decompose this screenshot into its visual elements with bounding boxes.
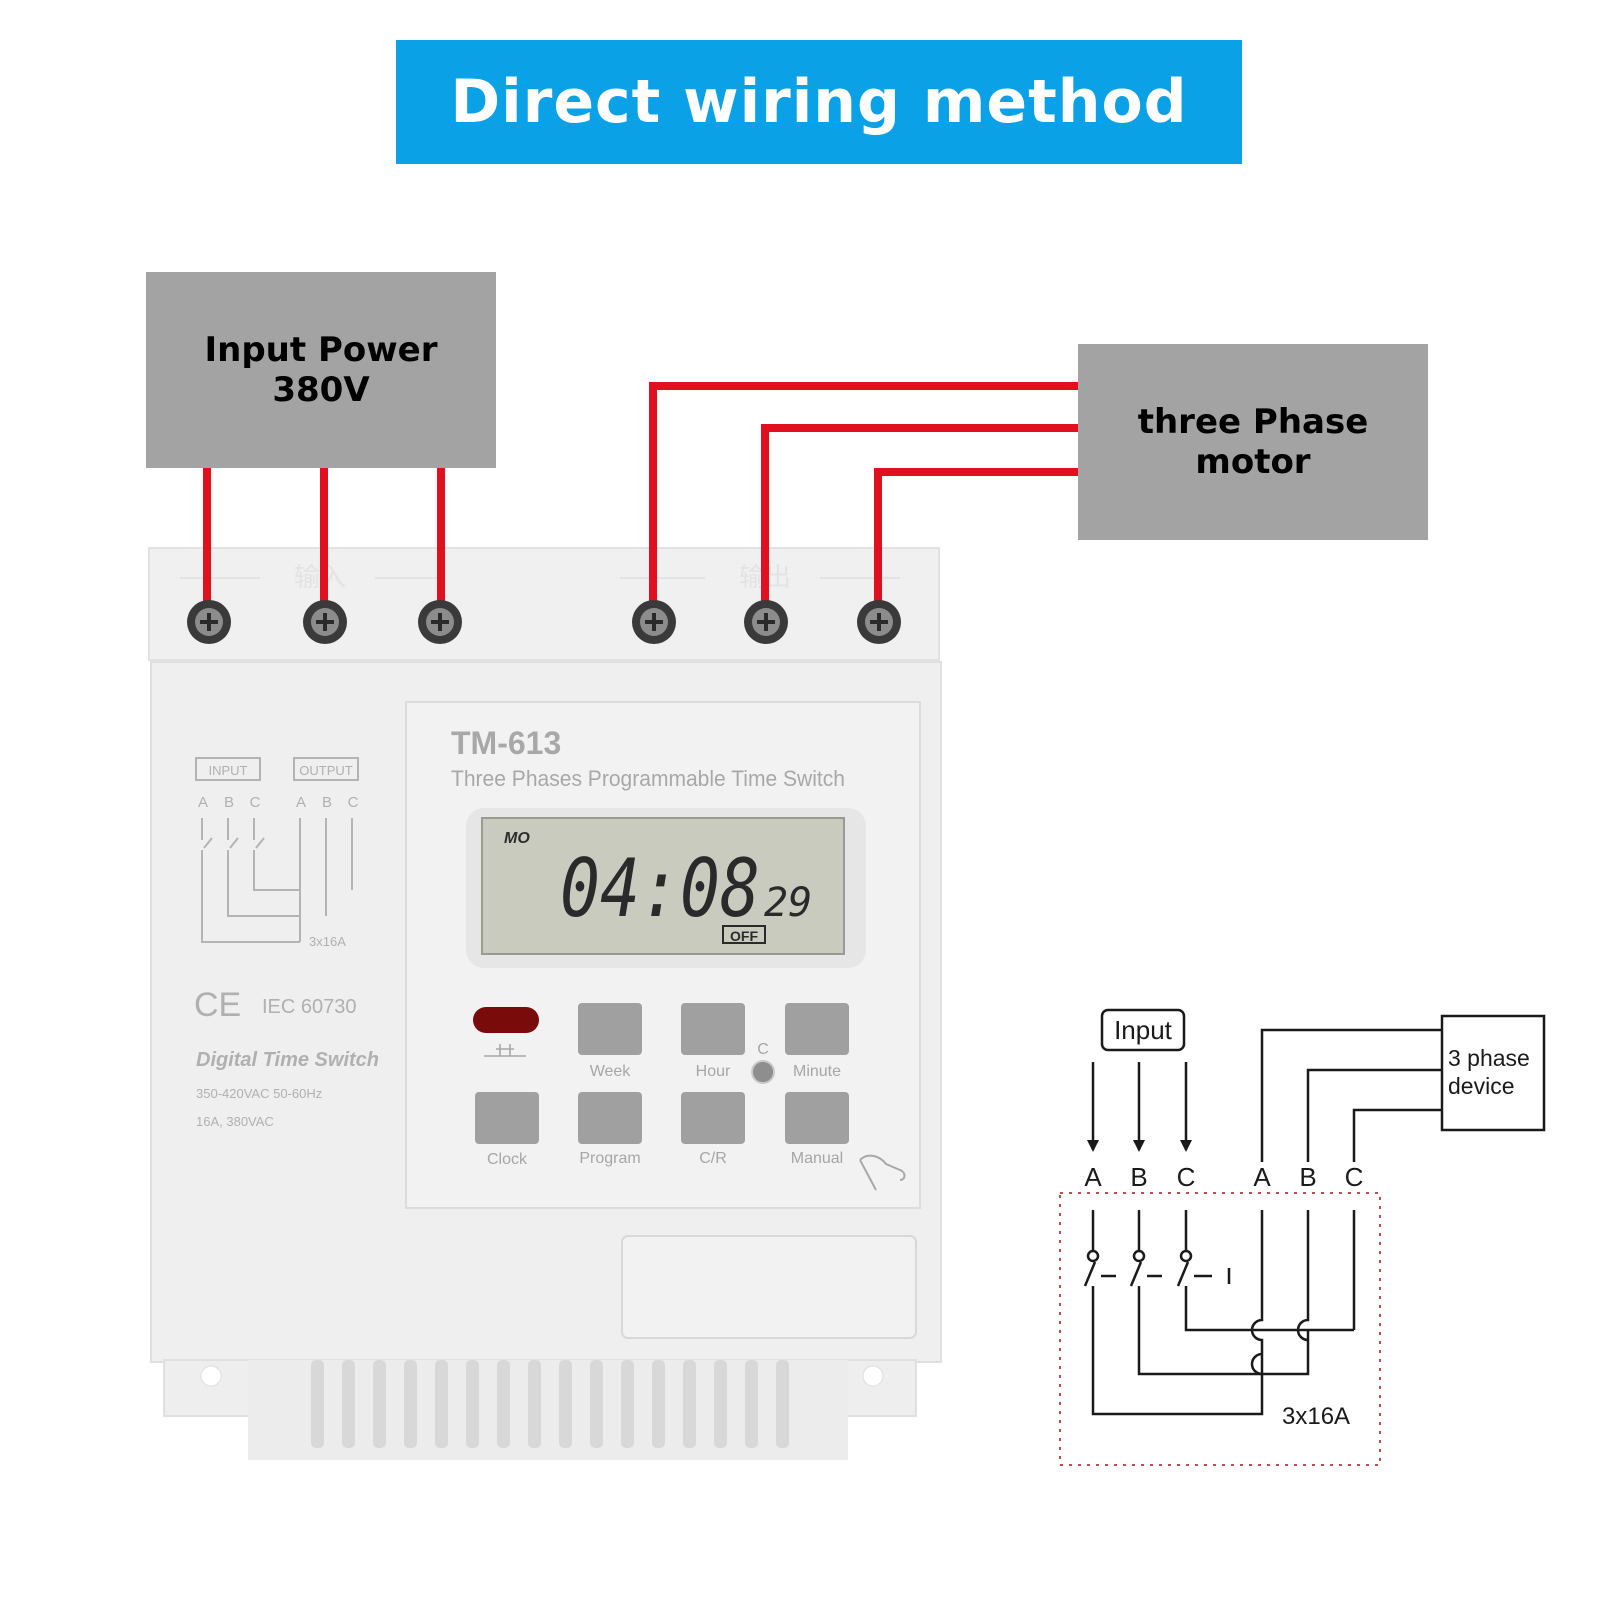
model-label: TM-613 <box>451 725 561 761</box>
schematic-input-label: Input <box>1114 1015 1173 1045</box>
schematic-device-label-2: device <box>1448 1073 1514 1099</box>
standard-label: IEC 60730 <box>262 996 357 1018</box>
vent-slots <box>311 1360 789 1448</box>
title-banner: Direct wiring method <box>396 40 1242 164</box>
screw-input-c <box>418 600 462 644</box>
terminal-strip <box>148 547 940 661</box>
clock-button-label: Clock <box>487 1151 528 1168</box>
week-button[interactable] <box>578 1003 642 1055</box>
device-printed-schematic <box>195 757 359 943</box>
lcd-state-box <box>722 925 766 944</box>
device-phase-out-c: C <box>348 794 359 811</box>
spec-voltage: 350-420VAC 50-60Hz <box>196 1086 322 1101</box>
device-phase-in-c: C <box>250 794 261 811</box>
schematic-rating: 3x16A <box>1282 1403 1350 1430</box>
program-button[interactable] <box>578 1092 642 1144</box>
motor-box: three Phase motor <box>1078 344 1428 540</box>
wire-output-c <box>874 468 1078 622</box>
wire-output-b <box>761 424 1078 622</box>
hour-button-label: Hour <box>696 1063 731 1080</box>
wire-output-a <box>649 382 1078 622</box>
minute-button-label: Minute <box>793 1063 841 1080</box>
schematic-in-a: A <box>1084 1162 1102 1192</box>
reset-label: C <box>757 1041 769 1058</box>
schematic-out-b: B <box>1299 1162 1316 1192</box>
motor-label: three Phase motor <box>1137 402 1369 482</box>
model-subtitle: Three Phases Programmable Time Switch <box>451 766 845 791</box>
schematic-in-b: B <box>1130 1162 1147 1192</box>
screw-output-b <box>744 600 788 644</box>
input-power-label: Input Power 380V <box>204 330 438 410</box>
minute-button[interactable] <box>785 1003 849 1055</box>
wires <box>203 382 1078 622</box>
cr-button-label: C/R <box>699 1150 727 1167</box>
manual-button[interactable] <box>785 1092 849 1144</box>
clock-button[interactable] <box>475 1092 539 1144</box>
cover-lid <box>621 1235 917 1339</box>
week-button-label: Week <box>590 1063 632 1080</box>
contact-symbol-icon <box>484 1044 526 1057</box>
schematic-device-label-1: 3 phase <box>1448 1045 1530 1071</box>
wiring-schematic <box>1059 1008 1546 1466</box>
lcd-seconds: 29 <box>764 880 812 926</box>
reset-button[interactable] <box>751 1060 775 1084</box>
ce-mark: CE <box>194 986 241 1024</box>
status-led <box>473 1007 539 1033</box>
product-name: Digital Time Switch <box>196 1049 379 1071</box>
input-power-box: Input Power 380V <box>146 272 496 468</box>
input-arrows <box>1091 1062 1188 1150</box>
device-output-tag: OUTPUT <box>299 763 353 778</box>
program-button-label: Program <box>579 1150 640 1167</box>
hand-pointer-icon <box>859 1154 906 1191</box>
terminal-screws <box>187 600 901 644</box>
output-lines <box>1260 1028 1442 1162</box>
schematic-input-box <box>1100 1008 1186 1052</box>
device-phase-out-a: A <box>296 794 306 811</box>
banner-title: Direct wiring method <box>450 67 1188 137</box>
lcd-day: MO <box>504 830 530 847</box>
time-switch-device: 输入 输出 <box>148 547 942 1460</box>
device-phase-in-a: A <box>198 794 208 811</box>
screw-input-a <box>187 600 231 644</box>
lcd-screen <box>481 817 845 955</box>
schematic-device-box <box>1440 1014 1546 1132</box>
manual-button-label: Manual <box>791 1150 843 1167</box>
spec-current: 16A, 380VAC <box>196 1114 274 1129</box>
schematic-out-c: C <box>1345 1162 1364 1192</box>
screw-output-c <box>857 600 901 644</box>
device-phase-out-b: B <box>322 794 332 811</box>
device-phase-in-b: B <box>224 794 234 811</box>
device-input-tag: INPUT <box>209 763 248 778</box>
lcd-time: 04:08 <box>560 842 760 935</box>
lcd-state: OFF <box>730 928 758 944</box>
screw-output-a <box>632 600 676 644</box>
hour-button[interactable] <box>681 1003 745 1055</box>
screw-input-b <box>303 600 347 644</box>
schematic-in-c: C <box>1177 1162 1196 1192</box>
device-rating-small: 3x16A <box>309 934 346 949</box>
schematic-out-a: A <box>1253 1162 1271 1192</box>
cr-button[interactable] <box>681 1092 745 1144</box>
